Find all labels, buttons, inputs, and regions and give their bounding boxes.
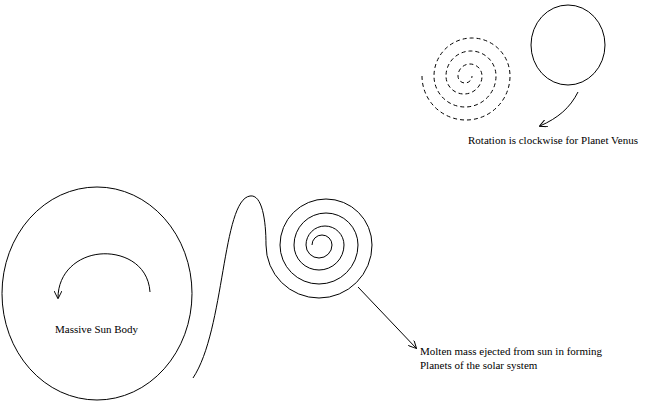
node-outline: [1, 186, 193, 401]
rotation-arrow: [58, 254, 150, 298]
sun-body: Massive Sun Body: [1, 186, 193, 401]
venus-circle: [531, 5, 605, 85]
molten-stream: [193, 196, 372, 378]
dashed-spiral: [422, 38, 510, 120]
node-label: Massive Sun Body: [55, 323, 138, 336]
leader-arrow: [358, 287, 416, 348]
callout-note: Rotation is clockwise for Planet Venus: [468, 133, 638, 147]
venus-rotation-arrow: [540, 92, 578, 126]
callout-note: Molten mass ejected from sun in forming …: [420, 344, 616, 372]
